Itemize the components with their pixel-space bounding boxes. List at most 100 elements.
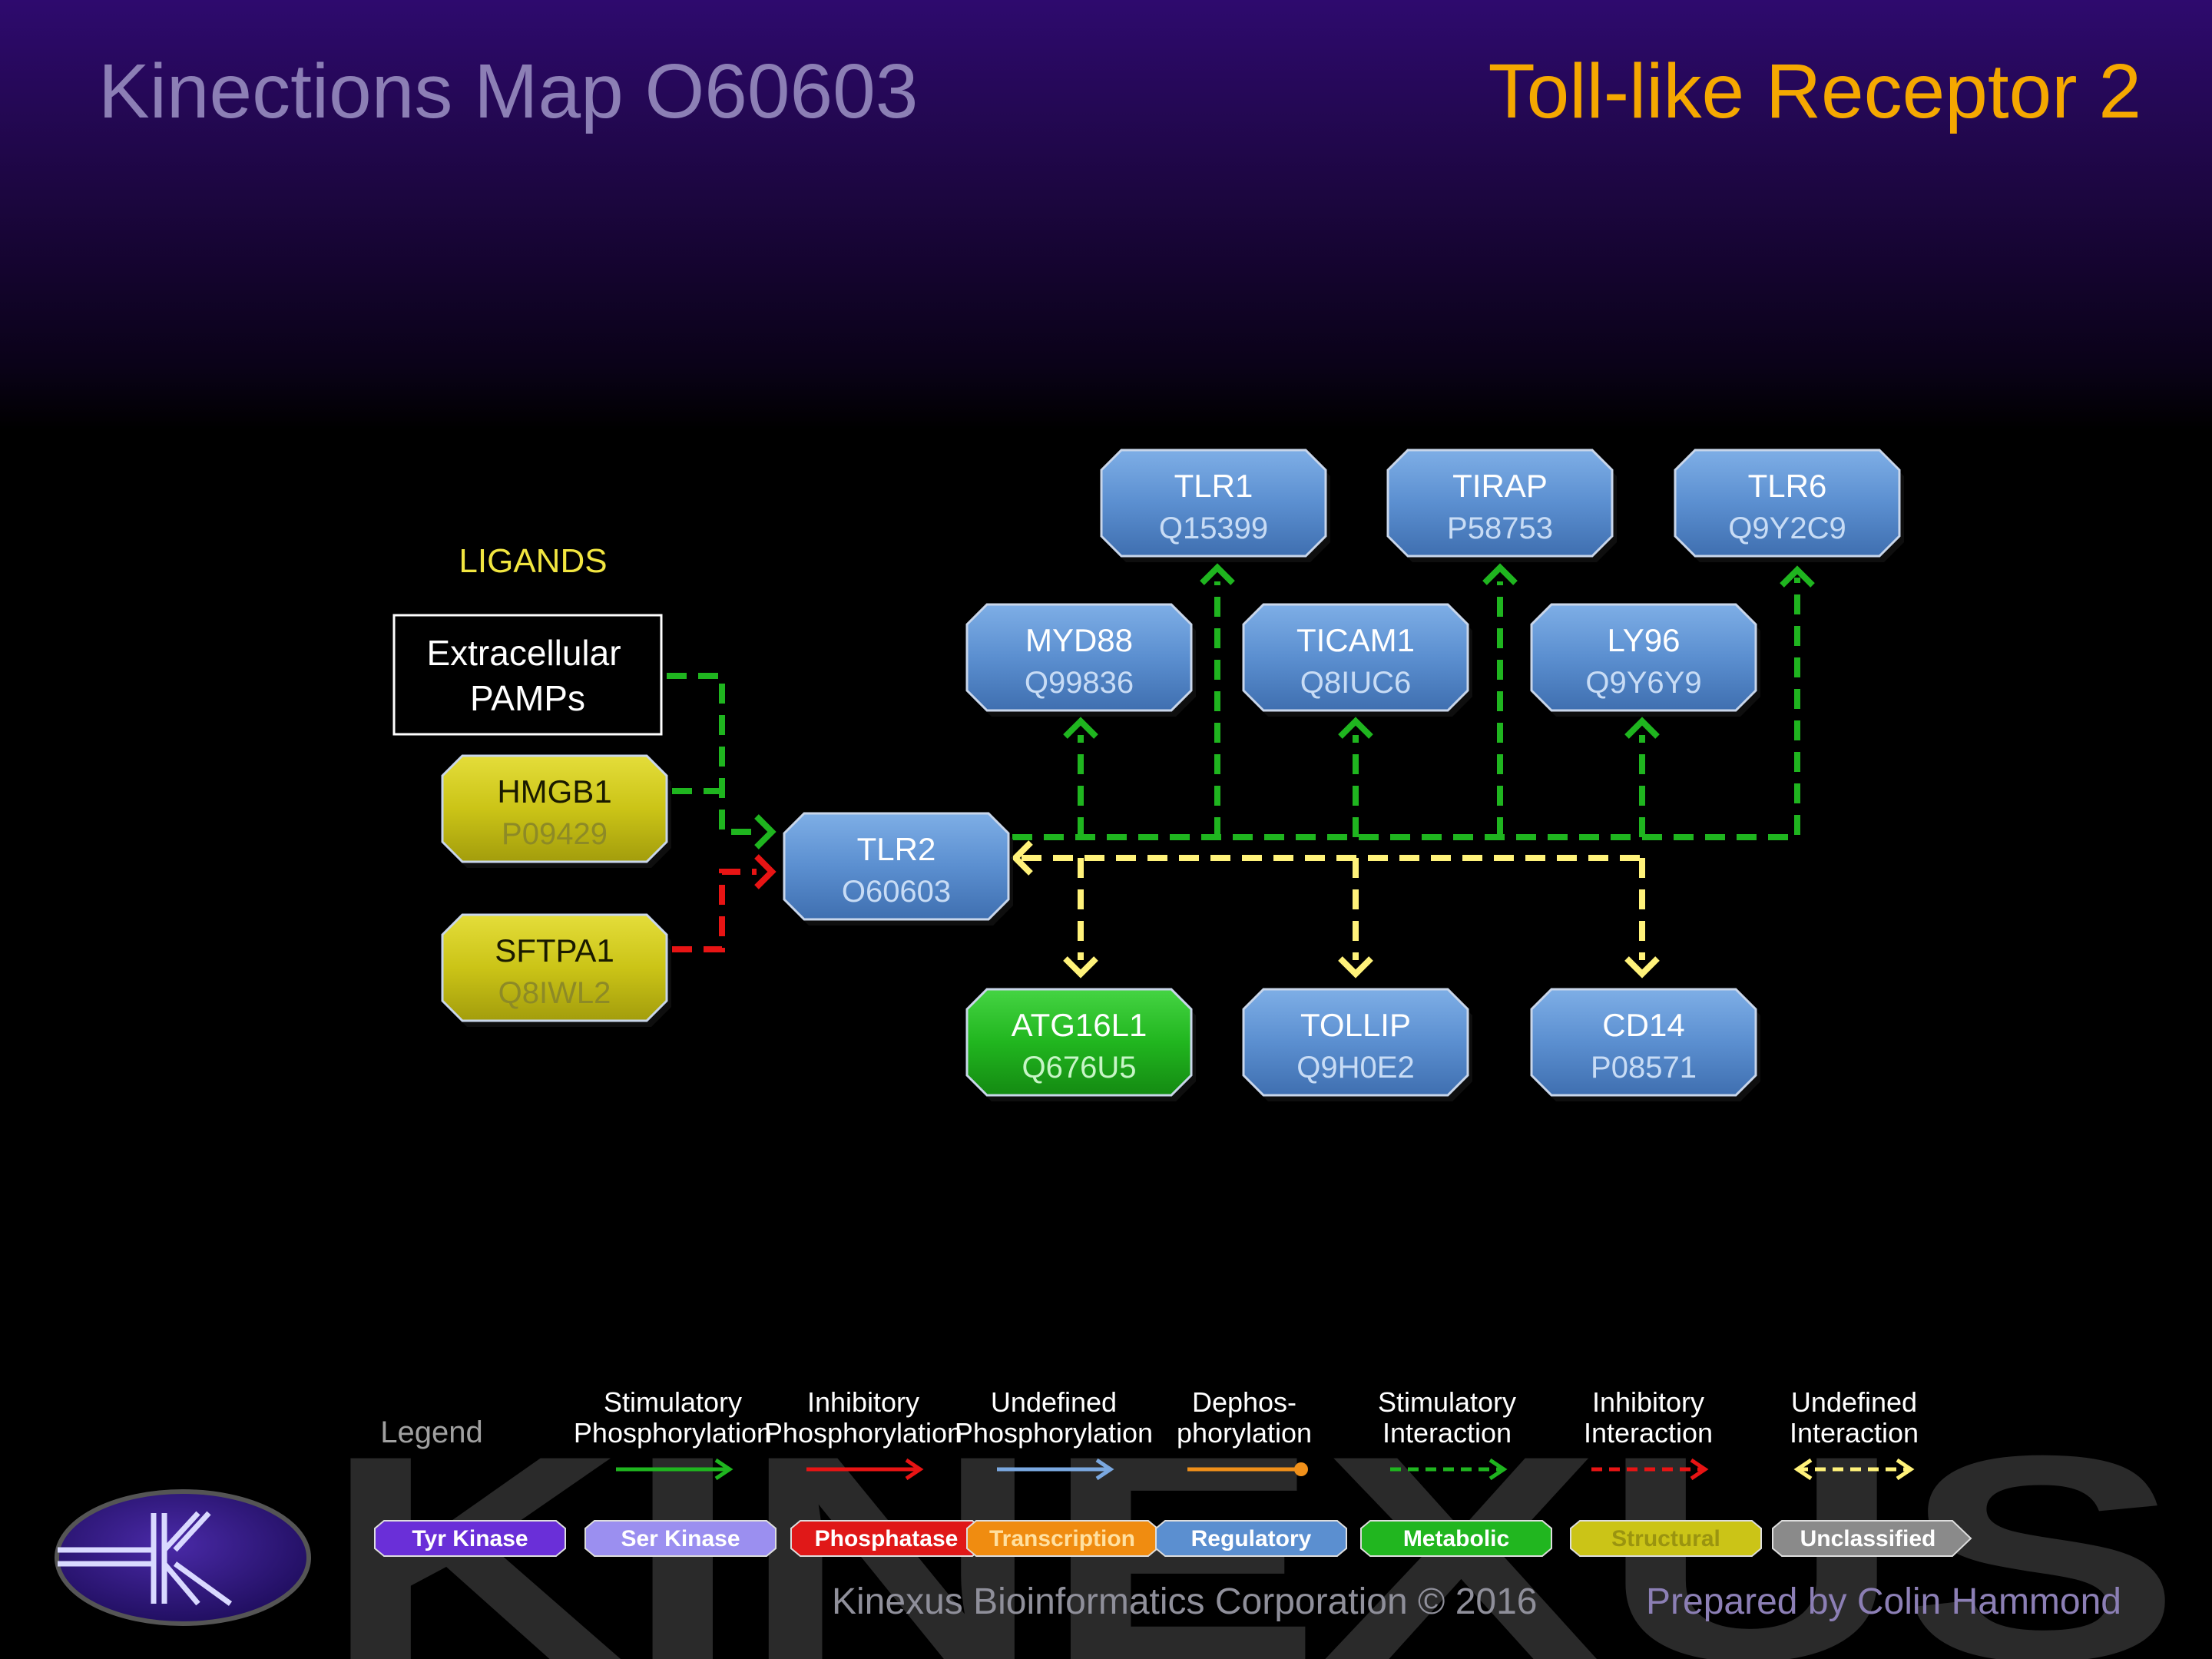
tlr2-to-tlr1-arrowhead [1200,563,1235,585]
legend-category-shape [1772,1520,1972,1557]
node-accession: Q9Y6Y9 [1585,666,1701,700]
node-shape [783,812,1010,921]
pamps-line2: PAMPs [470,678,585,718]
tlr2-to-tollip-arrowhead [1338,956,1373,979]
legend-arrow-label-1: Stimulatory [604,1386,742,1418]
node-accession: Q9Y2C9 [1728,512,1846,545]
node-accession: Q99836 [1025,666,1134,700]
legend-category-regulatory: Regulatory [1155,1520,1347,1557]
legend-arrow-label-2: Interaction [1382,1417,1512,1449]
legend-category-label: Tyr Kinase [412,1526,528,1551]
legend-arrow-label-1: Inhibitory [807,1386,919,1418]
tlr2-to-cd14-arrowhead [1624,956,1660,979]
node-accession: Q15399 [1159,512,1268,545]
legend-arrow-label-2: Interaction [1790,1417,1919,1449]
node-shape [441,913,668,1022]
legend-arrowhead [905,1458,924,1481]
node-shape [1386,449,1614,558]
node-name: HMGB1 [497,773,611,810]
pathway-title: Toll-like Receptor 2 [1488,48,2141,134]
header-background [0,0,2212,430]
legend-arrow-label-1: Undefined [991,1386,1117,1418]
legend-category-tyr-kinase: Tyr Kinase [374,1520,566,1557]
pamps-to-tlr2-edge [667,673,757,835]
legend-category-structural: Structural [1570,1520,1762,1557]
legend-category-label: Transcription [989,1526,1135,1551]
tlr2-to-ticam1-arrowhead [1338,717,1373,739]
node-shape [1530,603,1757,712]
legend-category-shape [1360,1520,1552,1557]
legend-categories: Tyr Kinase Ser Kinase Phosphatase Transcrip… [374,1520,1972,1557]
node-name: TLR1 [1174,468,1253,504]
tlr2-stimulatory-bus [1012,578,1800,840]
ligands-label: LIGANDS [459,542,607,580]
node-name: TLR6 [1748,468,1827,504]
interaction-edges [667,563,1815,979]
copyright-credit: Kinexus Bioinformatics Corporation © 201… [832,1581,1538,1622]
legend-arrowhead [1095,1458,1114,1481]
sftpa1-to-tlr2-arrowhead [754,854,777,889]
node-accession: Q676U5 [1022,1051,1137,1084]
legend-category-transcription: Transcription [966,1520,1158,1557]
legend-category-unclassified: Unclassified [1772,1520,1972,1557]
legend-arrow-label-1: Stimulatory [1378,1386,1516,1418]
prepared-by: Prepared by Colin Hammond [1646,1581,2121,1622]
legend-category-label: Structural [1611,1526,1720,1551]
node-shape [965,603,1193,712]
legend-category-shape [584,1520,777,1557]
legend-category-ser-kinase: Ser Kinase [584,1520,777,1557]
sftpa1-to-tlr2-edge [672,869,757,952]
undefined-to-tlr2-arrowhead [1011,840,1033,876]
extracellular-pamps-box[interactable] [392,614,663,736]
legend-category-phosphatase: Phosphatase [790,1520,982,1557]
legend-arrowhead [1896,1458,1915,1481]
node-shape [1530,988,1757,1097]
legend-category-metabolic: Metabolic [1360,1520,1552,1557]
legend-arrowhead [1690,1458,1709,1481]
tlr2-to-myd88-arrowhead [1063,717,1098,739]
legend-arrow-label-1: Undefined [1791,1386,1917,1418]
legend-arrow-label-2: Interaction [1584,1417,1713,1449]
node-name: CD14 [1602,1007,1684,1043]
node-shape [1242,988,1469,1097]
node-accession: P58753 [1447,512,1553,545]
node-name: LY96 [1608,622,1681,658]
legend-arrowhead [714,1458,733,1481]
legend-category-label: Unclassified [1800,1526,1936,1551]
legend-arrow-label-1: Dephos- [1192,1386,1296,1418]
legend-arrowhead [1488,1458,1508,1481]
tlr2-to-ly96-arrowhead [1624,717,1660,739]
node-accession: Q8IWL2 [498,976,611,1010]
node-shape [965,988,1193,1097]
node-shape [441,754,668,863]
legend-category-shape [1155,1520,1347,1557]
node-accession: Q9H0E2 [1296,1051,1414,1084]
node-shape [1100,449,1327,558]
tlr2-to-atg16l1-arrowhead [1063,956,1098,979]
pamps-line1: Extracellular [426,633,621,673]
legend-category-shape [374,1520,566,1557]
node-accession: P08571 [1591,1051,1697,1084]
legend-category-label: Ser Kinase [621,1526,740,1551]
node-accession: Q8IUC6 [1300,666,1412,700]
legend-arrow-label-2: Phosphorylation [764,1417,962,1449]
legend-arrow-label-1: Inhibitory [1592,1386,1704,1418]
node-accession: P09429 [502,817,608,851]
legend-category-shape [1570,1520,1762,1557]
legend-arrow-label-2: phorylation [1177,1417,1312,1449]
legend-arrow-label-2: Phosphorylation [574,1417,772,1449]
